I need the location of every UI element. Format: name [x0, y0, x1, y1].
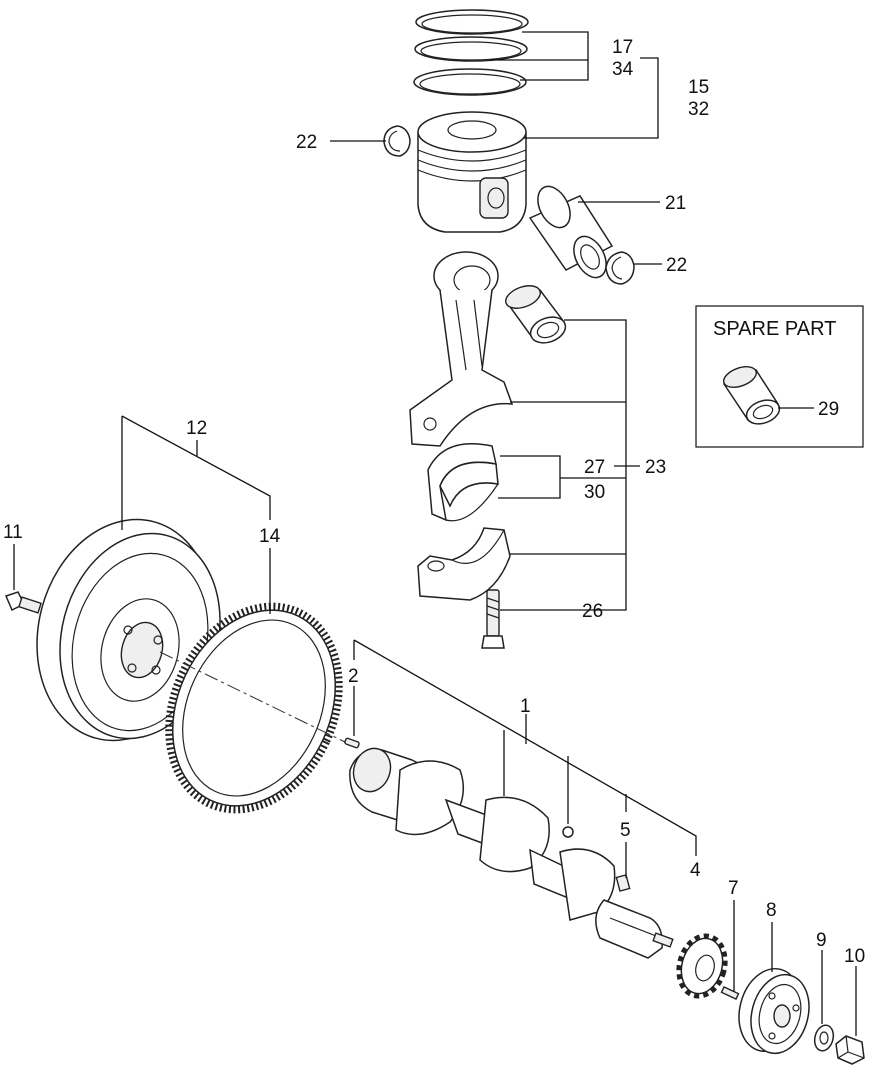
center-line [159, 651, 346, 743]
crankshaft-key [615, 874, 631, 892]
spare-part-box: SPARE PART [695, 305, 864, 448]
callout-34: 34 [612, 59, 634, 80]
piston-pin [528, 185, 614, 279]
callout-27: 27 [584, 457, 605, 478]
callout-17: 17 [612, 37, 633, 58]
circlip-right [605, 251, 635, 285]
ring-gear [165, 602, 343, 814]
flywheel-bolt [4, 591, 42, 614]
callout-10: 10 [844, 946, 865, 967]
piston [417, 111, 527, 233]
connecting-rod [409, 251, 514, 447]
callout-22-left: 22 [296, 132, 317, 153]
dowel-pin [344, 737, 360, 749]
crankshaft [349, 747, 674, 959]
callout-15: 15 [688, 77, 709, 98]
callout-7: 7 [728, 878, 739, 899]
leader-lines [13, 31, 857, 1036]
callout-11: 11 [3, 522, 23, 543]
gear-key [720, 985, 740, 1001]
circlip-left [383, 125, 411, 157]
crankshaft-pulley [738, 967, 810, 1055]
small-end-bushing [505, 285, 567, 344]
washer [813, 1024, 835, 1052]
callout-32: 32 [688, 99, 709, 120]
callout-1: 1 [520, 696, 531, 717]
callout-5: 5 [620, 820, 631, 841]
pulley-bolt [835, 1035, 865, 1065]
callout-8: 8 [766, 900, 777, 921]
callout-30: 30 [584, 482, 605, 503]
callout-29: 29 [818, 399, 839, 420]
bearing-shell-upper [427, 442, 499, 522]
piston-rings [413, 9, 529, 96]
callout-14: 14 [259, 526, 281, 547]
callout-9: 9 [816, 930, 827, 951]
callout-4: 4 [690, 860, 701, 881]
callout-21: 21 [665, 193, 686, 214]
callout-labels: 17 34 15 32 22 21 22 27 30 23 26 29 12 1… [3, 37, 865, 967]
callout-23: 23 [645, 457, 666, 478]
callout-2: 2 [348, 666, 359, 687]
crankshaft-gear [676, 933, 728, 999]
callout-22-right: 22 [666, 255, 687, 276]
connecting-rod-cap [417, 527, 511, 601]
spare-part-title: SPARE PART [713, 318, 836, 340]
connecting-rod-bolt [481, 589, 505, 649]
callout-26: 26 [582, 601, 603, 622]
callout-12: 12 [186, 418, 207, 439]
